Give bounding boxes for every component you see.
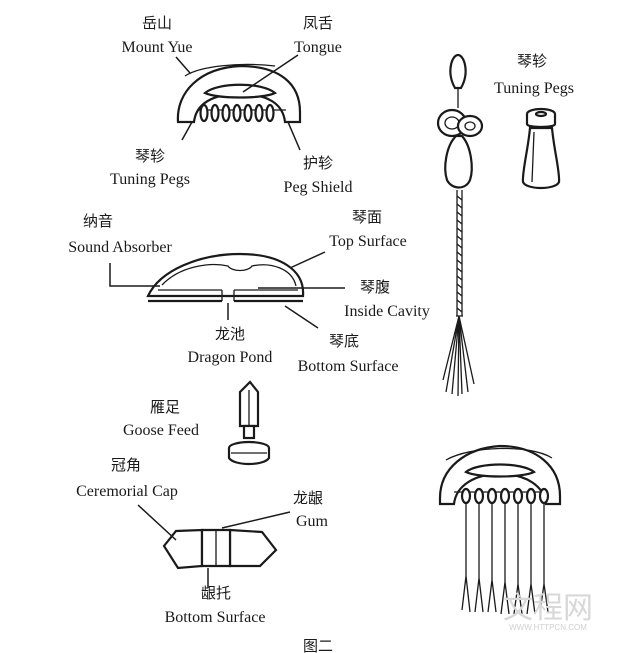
label-inside-cavity-en: Inside Cavity bbox=[344, 303, 430, 320]
label-bottom-surface-cap-zh: 龈托 bbox=[201, 584, 231, 602]
label-bottom-surface-cap-en: Bottom Surface bbox=[165, 609, 266, 626]
label-gum-en: Gum bbox=[296, 513, 329, 530]
head-strings bbox=[460, 487, 550, 615]
label-dragon-pond-zh: 龙池 bbox=[215, 325, 245, 343]
label-tuning-pegs-left-en: Tuning Pegs bbox=[110, 171, 190, 188]
label-dragon-pond-en: Dragon Pond bbox=[188, 349, 273, 366]
watermark-logo-text: 文程网 bbox=[503, 591, 593, 626]
goose-feed-drawing bbox=[227, 380, 271, 466]
qin-head-with-strings-drawing bbox=[438, 444, 562, 615]
tuning-peg-drawing bbox=[521, 107, 561, 190]
label-mount-yue-zh: 岳山 bbox=[142, 14, 172, 32]
label-tuning-pegs-left-zh: 琴轸 bbox=[135, 147, 165, 165]
watermark-url: WWW.HTTPCN.COM bbox=[509, 623, 587, 632]
label-tongue-en: Tongue bbox=[294, 39, 342, 56]
label-sound-absorber-en: Sound Absorber bbox=[68, 239, 172, 256]
label-sound-absorber-zh: 纳音 bbox=[83, 212, 113, 230]
label-bottom-surface-body-en: Bottom Surface bbox=[298, 358, 399, 375]
label-ceremonial-cap-zh: 冠角 bbox=[111, 456, 141, 474]
label-gum-zh: 龙龈 bbox=[293, 489, 323, 507]
label-tuning-pegs-right-en: Tuning Pegs bbox=[494, 80, 574, 97]
label-top-surface-zh: 琴面 bbox=[352, 208, 382, 226]
label-mount-yue-en: Mount Yue bbox=[122, 39, 193, 56]
head-pegs bbox=[199, 103, 275, 123]
label-top-surface-en: Top Surface bbox=[329, 233, 407, 250]
label-goose-feed-en: Goose Feed bbox=[123, 422, 199, 439]
label-goose-feed-zh: 雁足 bbox=[150, 398, 180, 416]
label-peg-shield-zh: 护轸 bbox=[303, 154, 333, 172]
label-tuning-pegs-right-zh: 琴轸 bbox=[517, 52, 547, 70]
string-with-tassel-drawing bbox=[436, 53, 484, 397]
qin-body-cross-section bbox=[146, 252, 305, 303]
qin-head-drawing bbox=[176, 63, 302, 124]
label-inside-cavity-zh: 琴腹 bbox=[360, 278, 390, 296]
watermark: 文程网 WWW.HTTPCN.COM bbox=[503, 591, 593, 632]
label-tongue-zh: 凤舌 bbox=[303, 14, 333, 32]
figure-caption: 图二 bbox=[303, 637, 333, 653]
ceremonial-cap-drawing bbox=[162, 528, 278, 570]
label-ceremonial-cap-en: Ceremorial Cap bbox=[76, 483, 178, 500]
label-bottom-surface-body-zh: 琴底 bbox=[329, 332, 359, 350]
label-peg-shield-en: Peg Shield bbox=[284, 179, 353, 196]
